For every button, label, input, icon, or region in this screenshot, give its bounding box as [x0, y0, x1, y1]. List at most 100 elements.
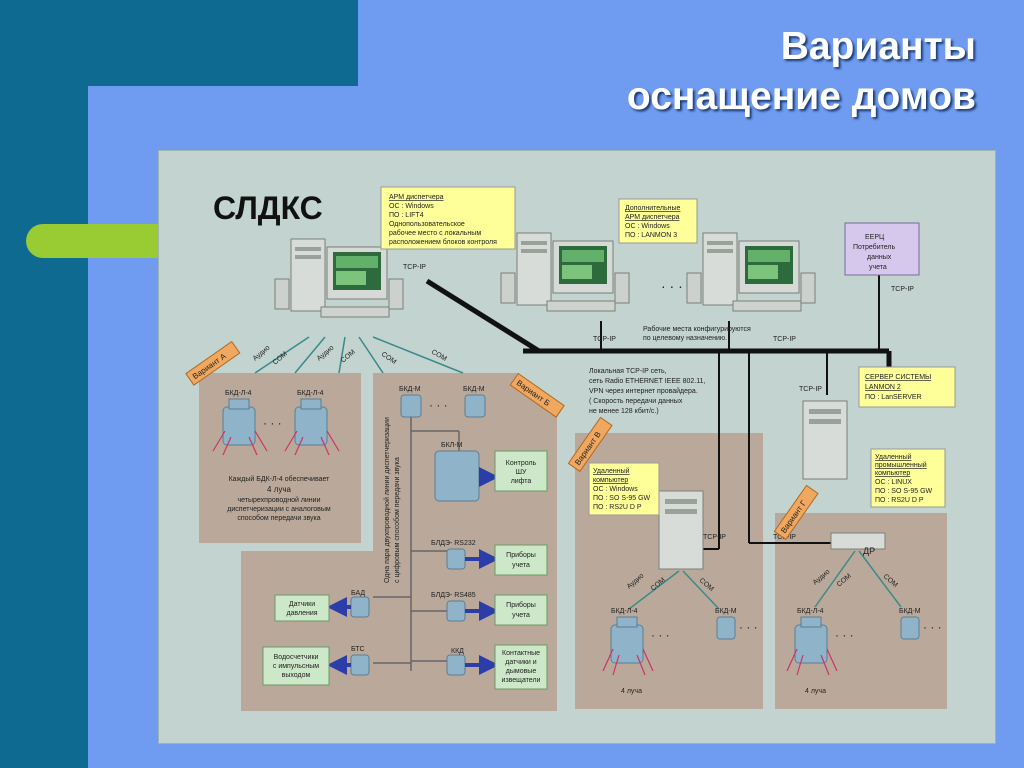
lan-line-diagonal	[425, 278, 541, 354]
callout-remote-ipc: Удаленный промышленный компьютер ОС : LI…	[870, 448, 946, 508]
ellipsis-pcs: · · ·	[661, 278, 683, 294]
vb-kkd	[446, 654, 466, 676]
vb-vertical-text-1: Одна пара двухпроводной линии диспетчери…	[383, 417, 391, 583]
vb-bkd-m-1	[400, 394, 422, 418]
svg-text:ОС : Windows: ОС : Windows	[625, 223, 670, 230]
vb-pressure-sensors	[274, 594, 330, 622]
pc-extra-2	[686, 232, 816, 312]
svg-text:Потребитель: Потребитель	[853, 243, 895, 251]
callout-erc: ЕЕРЦ Потребитель данных учета	[844, 222, 920, 276]
tcp-ip-label-3: TCP-IP	[773, 336, 796, 343]
svg-text:4 луча: 4 луча	[267, 485, 292, 494]
svg-text:Приборы: Приборы	[506, 601, 536, 609]
green-accent-bar	[26, 224, 176, 258]
svg-text:Удаленный: Удаленный	[875, 453, 912, 461]
svg-text:Однопользовательское: Однопользовательское	[389, 221, 465, 228]
vb-vertical-text-2: с цифровым способом передачи звука	[393, 457, 401, 583]
svg-text:АРМ диспетчера: АРМ диспетчера	[625, 214, 680, 221]
callout-arm: АРМ диспетчера ОС : Windows ПО : LIFT4 О…	[380, 186, 516, 250]
vb-contact-sensors	[494, 644, 548, 690]
pc-extra-1	[500, 232, 630, 312]
svg-text:сеть Radio ETHERNET IEEE 802.1: сеть Radio ETHERNET IEEE 802.11,	[589, 378, 706, 385]
svg-text:расположением блоков контроля: расположением блоков контроля	[389, 238, 497, 246]
vv-ellipsis-1: · · ·	[651, 628, 670, 642]
svg-text:четырехпроводной линии: четырехпроводной линии	[237, 496, 320, 504]
vv-rays: 4 луча	[621, 688, 642, 695]
tcp-ip-label-4: TCP-IP	[891, 286, 914, 293]
title-line-2: оснащение домов	[626, 75, 976, 118]
svg-text:ПО : SO S-95 GW: ПО : SO S-95 GW	[593, 495, 651, 502]
tcp-ip-label-5: TCP-IP	[799, 386, 822, 393]
svg-text:дымовые: дымовые	[506, 668, 537, 675]
variant-a-panel	[199, 373, 361, 543]
svg-text:Датчики: Датчики	[289, 601, 315, 608]
svg-text:способом передачи звука: способом передачи звука	[237, 514, 320, 522]
svg-text:ОС : Windows: ОС : Windows	[593, 486, 638, 493]
background-top-band	[0, 0, 358, 86]
pc-dispatcher	[274, 238, 404, 318]
svg-text:учета: учета	[512, 562, 530, 569]
svg-text:ПО : RS2U D P: ПО : RS2U D P	[875, 497, 924, 504]
diagram-heading: СЛДКС	[213, 190, 323, 226]
vv-bkd-l4-label: БКД-Л-4	[611, 608, 638, 615]
link-audio-1: Аудио	[252, 344, 272, 362]
svg-text:ОС : LINUX: ОС : LINUX	[875, 479, 912, 486]
svg-text:с импульсным: с импульсным	[273, 663, 319, 670]
vb-bad	[350, 596, 370, 618]
svg-text:лифта: лифта	[511, 478, 532, 485]
vb-lift-control	[494, 450, 548, 492]
svg-text:( Скорость передачи данных: ( Скорость передачи данных	[589, 398, 683, 405]
vb-bkd-m-label-1: БКД-М	[399, 386, 421, 393]
lan-note: Локальная TCP-IP сеть, сеть Radio ETHERN…	[589, 368, 706, 415]
svg-text:СЕРВЕР СИСТЕМЫ: СЕРВЕР СИСТЕМЫ	[865, 374, 931, 381]
background-left-band	[0, 0, 88, 768]
svg-text:ПО : LIFT4: ПО : LIFT4	[389, 212, 424, 219]
vb-blds-rs232	[446, 548, 466, 570]
callout-remote-pc: Удаленный компьютер ОС : Windows ПО : SO…	[588, 462, 660, 516]
vb-water-meters	[262, 646, 330, 686]
svg-text:датчики и: датчики и	[505, 659, 537, 666]
tcp-ip-label-1: TCP-IP	[403, 264, 426, 271]
svg-text:LANMON 2: LANMON 2	[865, 384, 901, 391]
svg-text:Локальная TCP-IP сеть,: Локальная TCP-IP сеть,	[589, 368, 667, 375]
vb-bkd-m-2	[464, 394, 486, 418]
svg-text:промышленный: промышленный	[875, 461, 927, 469]
industrial-pc	[830, 532, 886, 550]
svg-text:АРМ диспетчера: АРМ диспетчера	[389, 194, 444, 201]
svg-text:Контактные: Контактные	[502, 650, 540, 657]
svg-text:Водосчетчики: Водосчетчики	[274, 654, 319, 661]
svg-text:давления: давления	[286, 610, 317, 617]
svg-text:Приборы: Приборы	[506, 551, 536, 559]
slide-title: Варианты оснащение домов	[627, 22, 976, 122]
va-bkd-l4-label-2: БКД-Л-4	[297, 390, 324, 397]
va-bkd-l4-label-1: БКД-Л-4	[225, 390, 252, 397]
svg-text:ПО : LanSERVER: ПО : LanSERVER	[865, 394, 922, 401]
system-diagram: ДР СЛДКС АРМ диспетчера ОС : Windows ПО …	[158, 150, 996, 744]
svg-text:Рабочие места конфигурируются: Рабочие места конфигурируются	[643, 325, 751, 333]
vg-bkd-l4-label: БКД-Л-4	[797, 608, 824, 615]
svg-text:извещатели: извещатели	[502, 677, 541, 684]
svg-text:Контроль: Контроль	[506, 460, 537, 467]
vv-bkd-m-label: БКД-М	[715, 608, 737, 615]
vb-bkd-m-label-2: БКД-М	[463, 386, 485, 393]
vb-blds-rs485-label: БЛДЭ- RS485	[431, 592, 476, 599]
callout-arm-extra: Дополнительные АРМ диспетчера ОС : Windo…	[618, 198, 698, 244]
svg-text:не менее 128 кбит/с.): не менее 128 кбит/с.)	[589, 407, 659, 415]
va-ellipsis: · · ·	[263, 416, 282, 430]
diagram-canvas: ДР СЛДКС АРМ диспетчера ОС : Windows ПО …	[185, 186, 956, 711]
vg-ellipsis-1: · · ·	[835, 628, 854, 642]
dr-label: ДР	[863, 546, 875, 556]
svg-text:ПО : SO S-95 GW: ПО : SO S-95 GW	[875, 488, 933, 495]
remote-pc-tower	[658, 490, 704, 570]
vg-ellipsis-2: · · ·	[923, 620, 942, 634]
svg-text:ШУ: ШУ	[516, 469, 527, 476]
svg-text:выходом: выходом	[282, 672, 311, 679]
vb-blds-rs232-label: БЛДЭ- RS232	[431, 540, 476, 547]
svg-text:ПО : LANMON 3: ПО : LANMON 3	[625, 232, 677, 239]
svg-text:по целевому назначению.: по целевому назначению.	[643, 335, 727, 342]
vb-bts	[350, 654, 370, 676]
vb-blds-rs485	[446, 600, 466, 622]
svg-text:VPN через интернет провайдера.: VPN через интернет провайдера.	[589, 387, 698, 395]
vv-ellipsis-2: · · ·	[739, 620, 758, 634]
svg-text:ЕЕРЦ: ЕЕРЦ	[865, 234, 885, 241]
